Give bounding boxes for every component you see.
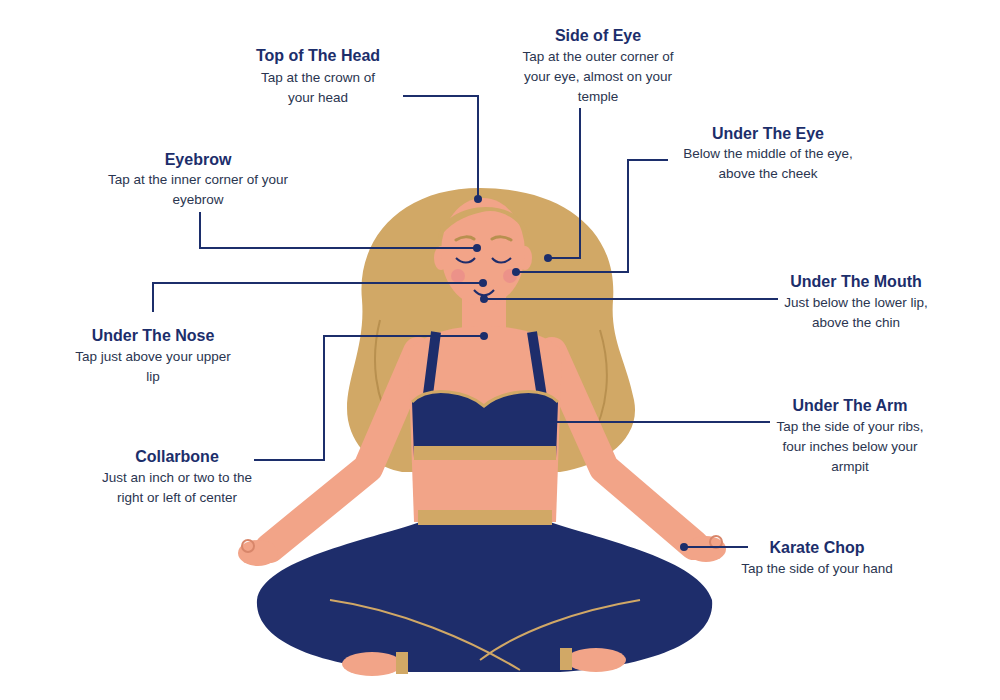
bra-band (414, 446, 556, 460)
closed-eyes (456, 258, 511, 263)
point-heading: Top of The Head (218, 46, 418, 66)
leader-line (200, 212, 476, 248)
point-description: Tap at the crown of your head (248, 68, 388, 108)
point-heading: Karate Chop (707, 538, 927, 558)
leader-dot (680, 543, 688, 551)
leader-line (548, 108, 580, 258)
leader-dot (544, 254, 552, 262)
point-heading: Under The Arm (740, 396, 960, 416)
left-foot (342, 652, 402, 676)
eyebrows (456, 237, 511, 240)
leader-line (403, 96, 478, 198)
leader-line (153, 283, 482, 312)
point-description: Tap the side of your hand (737, 559, 897, 579)
point-description: Tap just above your upper lip (73, 347, 233, 387)
point-heading: Under The Nose (53, 326, 253, 346)
point-heading: Collarbone (77, 447, 277, 467)
left-arm (270, 352, 418, 548)
point-heading: Under The Mouth (746, 272, 966, 292)
point-heading: Eyebrow (98, 150, 298, 170)
leader-dot (512, 268, 520, 276)
torso (408, 326, 562, 522)
leader-line (684, 546, 748, 548)
point-description: Tap the side of your ribs, four inches b… (770, 417, 930, 477)
leader-dots (473, 195, 688, 551)
right-hand (686, 536, 726, 562)
point-heading: Side of Eye (488, 26, 708, 46)
bangs (438, 207, 530, 240)
leader-dot (479, 279, 487, 287)
leader-dot (474, 195, 482, 203)
leader-line (516, 160, 668, 272)
point-description: Below the middle of the eye, above the c… (678, 144, 858, 184)
pants (257, 522, 712, 672)
point-heading: Under The Eye (658, 124, 878, 144)
point-description: Tap at the outer corner of your eye, alm… (508, 47, 688, 107)
point-description: Just below the lower lip, above the chin (771, 293, 941, 333)
smile (474, 290, 494, 295)
leader-dot (480, 295, 488, 303)
leader-dot (473, 244, 481, 252)
right-foot (566, 648, 626, 672)
cuff (396, 652, 408, 674)
leader-line (484, 298, 778, 300)
cheek (451, 269, 465, 283)
waistband (418, 510, 552, 525)
leader-line (254, 336, 484, 460)
point-description: Just an inch or two to the right or left… (97, 468, 257, 508)
left-hand (238, 540, 278, 566)
right-arm (552, 352, 694, 545)
point-description: Tap at the inner corner of your eyebrow (103, 170, 293, 210)
leader-dot (480, 332, 488, 340)
left-mudra (242, 540, 254, 552)
cuff (560, 648, 572, 670)
bra-trim (412, 392, 558, 406)
leader-line (548, 421, 770, 423)
